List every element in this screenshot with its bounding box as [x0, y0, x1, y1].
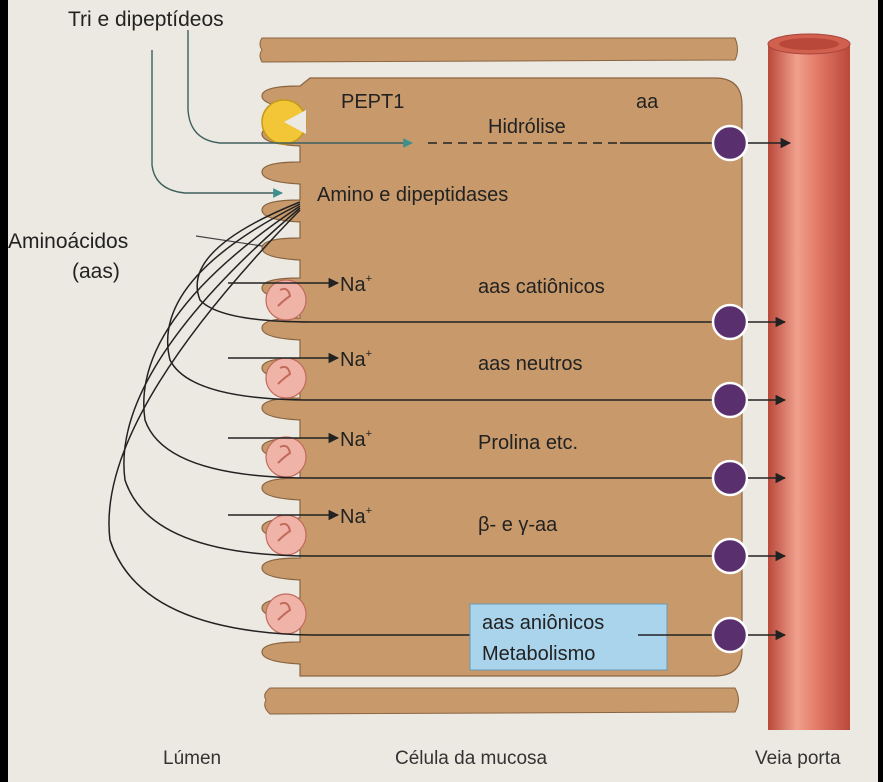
exit-transporter-3	[713, 383, 747, 417]
label-na-2-text: Na	[340, 349, 366, 371]
exit-transporter-5	[713, 539, 747, 573]
label-na-1-sup: +	[366, 273, 372, 285]
label-na-4-text: Na	[340, 506, 366, 528]
na-transporter-1	[266, 280, 306, 320]
na-transporter-4	[266, 515, 306, 555]
na-transporter-5	[266, 594, 306, 634]
label-cationicos: aas catiônicos	[478, 276, 605, 298]
label-prolina: Prolina etc.	[478, 432, 578, 454]
bottom-cell-strip	[265, 688, 739, 714]
exit-transporter-4	[713, 461, 747, 495]
label-veia: Veia porta	[755, 748, 841, 769]
label-tri-dipeptideos: Tri e dipeptídeos	[68, 8, 224, 31]
label-lumen: Lúmen	[163, 748, 221, 769]
label-metabolismo: Metabolismo	[482, 643, 595, 665]
label-celula: Célula da mucosa	[395, 748, 548, 769]
label-hidrolise: Hidrólise	[488, 116, 566, 138]
label-amino-dipeptidases: Amino e dipeptidases	[317, 184, 508, 206]
label-aas-paren: (aas)	[72, 260, 120, 283]
label-na-2-sup: +	[366, 348, 372, 360]
label-aa: aa	[636, 91, 659, 113]
label-na-4-sup: +	[366, 505, 372, 517]
label-beta-gamma: β- e γ-aa	[478, 514, 558, 536]
label-aminoacidos: Aminoácidos	[8, 230, 128, 253]
label-anionicos: aas aniônicos	[482, 612, 604, 634]
label-pept1: PEPT1	[341, 91, 404, 113]
portal-vein	[768, 44, 850, 730]
label-na-3-text: Na	[340, 429, 366, 451]
exit-transporter-6	[713, 618, 747, 652]
top-cell-strip	[260, 38, 738, 62]
mucosa-cell	[262, 78, 742, 676]
label-na-3-sup: +	[366, 428, 372, 440]
label-neutros: aas neutros	[478, 353, 583, 375]
label-na-1-text: Na	[340, 274, 366, 296]
portal-vein-lumen	[779, 38, 839, 50]
exit-transporter-1	[713, 126, 747, 160]
pept1-transporter	[262, 100, 306, 144]
exit-transporter-2	[713, 305, 747, 339]
na-transporter-2	[266, 358, 306, 398]
na-transporter-3	[266, 437, 306, 477]
